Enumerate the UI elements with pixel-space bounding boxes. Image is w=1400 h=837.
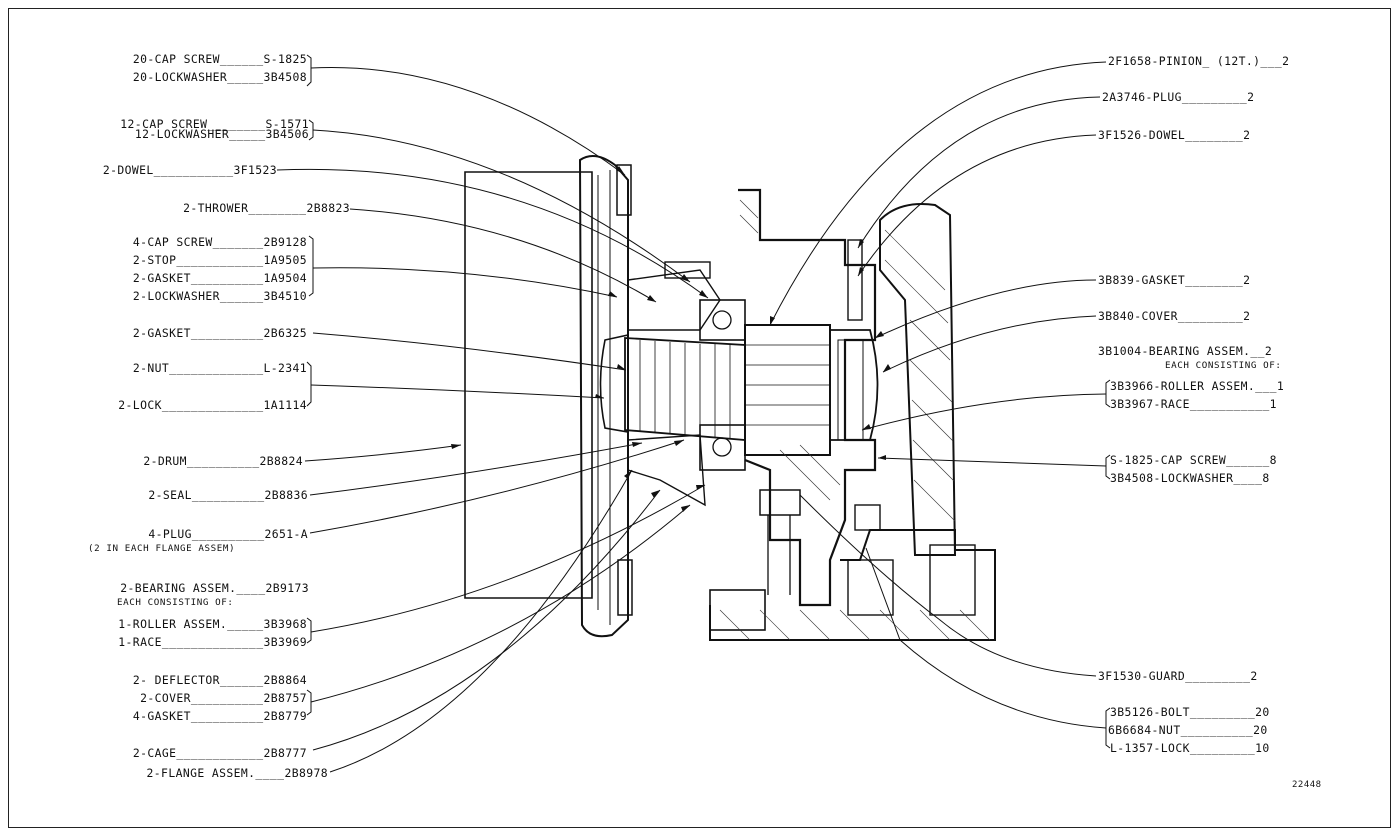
label-deflector-2b8864: 2- DEFLECTOR______2B8864 xyxy=(132,673,307,687)
label-pinion-2f1658: 2F1658-PINION_ (12T.)___2 xyxy=(1108,54,1290,68)
label-gasket-1a9504: 2-GASKET__________1A9504 xyxy=(132,271,307,285)
drawing-frame xyxy=(8,8,1391,828)
label-dowel-3f1523: 2-DOWEL___________3F1523 xyxy=(102,163,277,177)
label-lockwasher-3b4508-right: 3B4508-LOCKWASHER____8 xyxy=(1110,471,1270,485)
pinion xyxy=(744,324,831,456)
label-flange-assem-2b8978: 2-FLANGE ASSEM.____2B8978 xyxy=(146,766,328,780)
label-thrower-2b8823: 2-THROWER________2B8823 xyxy=(183,201,350,215)
label-dowel-3f1526: 3F1526-DOWEL________2 xyxy=(1098,128,1251,142)
note-bearing-left: EACH CONSISTING OF: xyxy=(117,597,234,608)
bolt xyxy=(759,489,801,516)
label-cover-3b840: 3B840-COVER_________2 xyxy=(1098,309,1251,323)
label-cap-screw-2b9128: 4-CAP SCREW_______2B9128 xyxy=(132,235,307,249)
cap-screw-bottom xyxy=(617,559,633,616)
drawing-number: 22448 xyxy=(1292,780,1322,790)
label-roller-assem-3b3968: 1-ROLLER ASSEM._____3B3968 xyxy=(118,617,307,631)
label-lock-1a1114: 2-LOCK______________1A1114 xyxy=(118,398,307,412)
drum-plate xyxy=(464,171,593,599)
label-nut-l2341: 2-NUT_____________L-2341 xyxy=(132,361,307,375)
cover xyxy=(830,329,879,441)
label-lockwasher-3b4510: 2-LOCKWASHER______3B4510 xyxy=(132,289,307,303)
label-roller-assem-3b3966: 3B3966-ROLLER ASSEM.___1 xyxy=(1110,379,1285,393)
bearing-left-top xyxy=(699,299,746,341)
label-seal-2b8836: 2-SEAL__________2B8836 xyxy=(148,488,308,502)
cap-screw-top xyxy=(616,164,632,216)
label-cap-screw-s1825-right: S-1825-CAP SCREW______8 xyxy=(1110,453,1277,467)
label-nut-6b6684: 6B6684-NUT__________20 xyxy=(1108,723,1268,737)
bearing-bottom xyxy=(709,589,766,631)
guard xyxy=(879,203,957,556)
label-plug-2a3746: 2A3746-PLUG_________2 xyxy=(1102,90,1255,104)
label-race-3b3969: 1-RACE______________3B3969 xyxy=(118,635,307,649)
label-bolt-3b5126: 3B5126-BOLT_________20 xyxy=(1110,705,1270,719)
label-cover-2b8757: 2-COVER__________2B8757 xyxy=(140,691,307,705)
label-lockwasher-3b4508: 20-LOCKWASHER_____3B4508 xyxy=(132,70,307,84)
label-guard-3f1530: 3F1530-GUARD_________2 xyxy=(1098,669,1258,683)
note-bearing-right: EACH CONSISTING OF: xyxy=(1165,360,1282,371)
flange-assembly xyxy=(578,155,629,638)
label-cap-screw-s1825: 20-CAP SCREW______S-1825 xyxy=(132,52,307,66)
label-stop-1a9505: 2-STOP____________1A9505 xyxy=(132,253,307,267)
label-bearing-assem-3b1004: 3B1004-BEARING ASSEM.__2 xyxy=(1098,344,1273,358)
label-plug-2651a: 4-PLUG__________2651-A xyxy=(148,527,308,541)
label-lockwasher-3b4506: 12-LOCKWASHER_____3B4506 xyxy=(134,127,309,141)
label-lock-l1357: L-1357-LOCK_________10 xyxy=(1110,741,1270,755)
label-gasket-2b8779: 4-GASKET__________2B8779 xyxy=(132,709,307,723)
stop-screw xyxy=(664,261,711,279)
lower-housing xyxy=(709,529,996,641)
plug-top xyxy=(847,239,863,321)
gear-housing xyxy=(738,188,877,607)
label-gasket-2b6325: 2-GASKET__________2B6325 xyxy=(132,326,307,340)
label-bearing-assem-2b9173: 2-BEARING ASSEM.____2B9173 xyxy=(120,581,309,595)
label-cap-screw-s1571: 12-CAP SCREW________S-1571 xyxy=(120,117,309,131)
nut xyxy=(599,334,629,433)
label-gasket-3b839: 3B839-GASKET________2 xyxy=(1098,273,1251,287)
note-plug: (2 IN EACH FLANGE ASSEM) xyxy=(88,543,236,554)
label-cage-2b8777: 2-CAGE____________2B8777 xyxy=(132,746,307,760)
label-drum-2b8824: 2-DRUM__________2B8824 xyxy=(143,454,303,468)
bearing-left-bottom xyxy=(699,424,746,471)
label-race-3b3967: 3B3967-RACE___________1 xyxy=(1110,397,1277,411)
